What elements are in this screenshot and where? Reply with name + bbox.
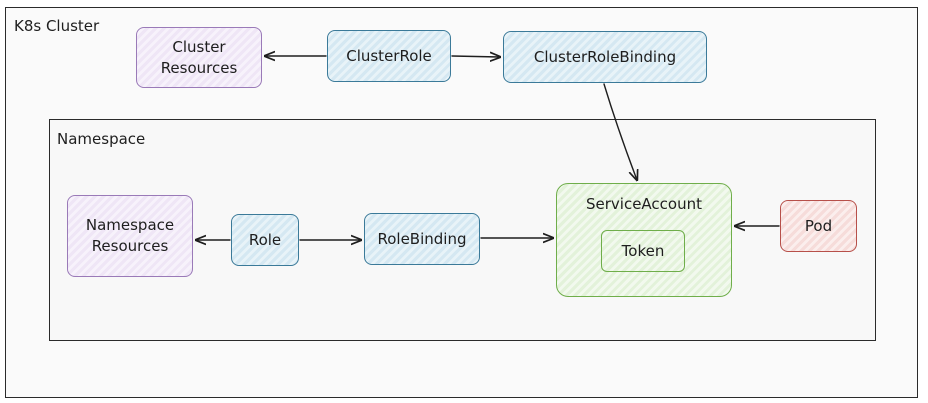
clusterrolebinding-to-serviceaccount-arrow — [603, 83, 637, 180]
role-node[interactable]: Role — [231, 214, 299, 266]
namespace-resources-node[interactable]: Namespace Resources — [67, 195, 193, 277]
clusterrole-node[interactable]: ClusterRole — [327, 30, 451, 82]
pod-node[interactable]: Pod — [780, 200, 857, 252]
clusterrole-to-clusterrolebinding-arrow — [451, 56, 500, 57]
k8s-cluster-label: K8s Cluster — [14, 17, 100, 35]
cluster-resources-node[interactable]: Cluster Resources — [136, 27, 262, 88]
namespace-label: Namespace — [57, 130, 146, 148]
token-node[interactable]: Token — [601, 230, 685, 272]
clusterrolebinding-node[interactable]: ClusterRoleBinding — [503, 31, 707, 83]
serviceaccount-label: ServiceAccount — [585, 195, 702, 213]
rolebinding-node[interactable]: RoleBinding — [364, 213, 480, 265]
